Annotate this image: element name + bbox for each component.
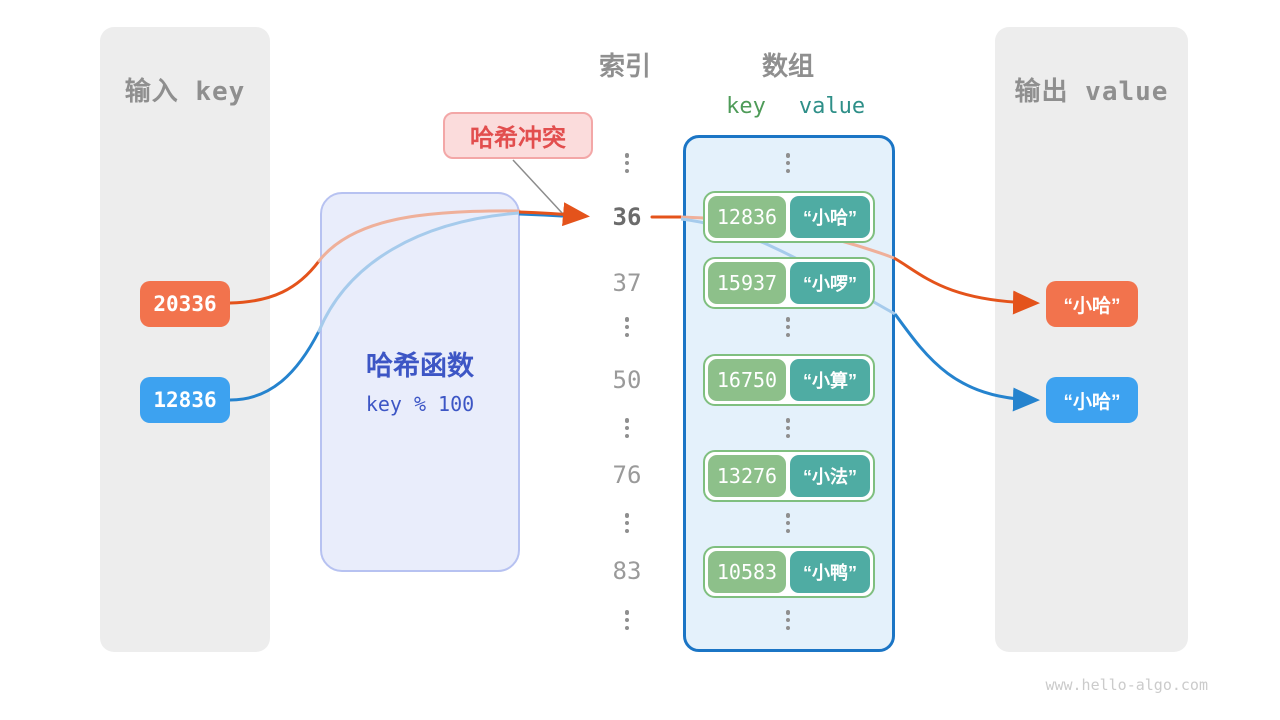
vertical-ellipsis-icon <box>783 610 793 630</box>
input-key-box: 20336 <box>140 281 230 327</box>
array-row: 12836 “小哈” <box>703 191 875 243</box>
index-cell: 37 <box>612 269 642 297</box>
input-panel: 输入 key <box>100 27 270 652</box>
arrow-orange-to-index <box>518 202 590 227</box>
input-panel-title: 输入 key <box>124 77 246 107</box>
input-key-box: 12836 <box>140 377 230 423</box>
vertical-ellipsis-icon <box>622 153 632 173</box>
row-key: 12836 <box>708 196 786 238</box>
array-row: 16750 “小算” <box>703 354 875 406</box>
array-row: 10583 “小鸭” <box>703 546 875 598</box>
index-cell: 36 <box>612 203 642 231</box>
row-key: 15937 <box>708 262 786 304</box>
row-key: 16750 <box>708 359 786 401</box>
array-row: 13276 “小法” <box>703 450 875 502</box>
vertical-ellipsis-icon <box>622 418 632 438</box>
value-column-header: value <box>798 94 866 119</box>
vertical-ellipsis-icon <box>622 610 632 630</box>
vertical-ellipsis-icon <box>783 153 793 173</box>
vertical-ellipsis-icon <box>783 317 793 337</box>
row-value: “小哈” <box>790 196 870 238</box>
hash-function-title: 哈希函数 <box>366 351 474 381</box>
vertical-ellipsis-icon <box>783 513 793 533</box>
vertical-ellipsis-icon <box>783 418 793 438</box>
wire-blue-to-index <box>518 212 581 219</box>
index-cell: 76 <box>612 461 642 489</box>
collision-pointer-line <box>512 159 564 215</box>
row-value: “小算” <box>790 359 870 401</box>
array-column-header: 数组 <box>761 51 814 81</box>
row-value: “小鸭” <box>790 551 870 593</box>
key-column-header: key <box>726 94 766 119</box>
output-value-box: “小哈” <box>1046 377 1138 423</box>
index-cell: 83 <box>612 557 642 585</box>
vertical-ellipsis-icon <box>622 513 632 533</box>
index-column-header: 索引 <box>598 51 651 81</box>
output-panel-title: 输出 value <box>1014 77 1169 107</box>
row-key: 10583 <box>708 551 786 593</box>
row-key: 13276 <box>708 455 786 497</box>
vertical-ellipsis-icon <box>622 317 632 337</box>
row-value: “小法” <box>790 455 870 497</box>
row-value: “小啰” <box>790 262 870 304</box>
output-value-box: “小哈” <box>1046 281 1138 327</box>
hash-function-formula: key % 100 <box>365 392 475 416</box>
index-cell: 50 <box>612 366 642 394</box>
array-row: 15937 “小啰” <box>703 257 875 309</box>
output-panel: 输出 value <box>995 27 1188 652</box>
watermark: www.hello-algo.com <box>1045 676 1208 694</box>
hash-collision-label: 哈希冲突 <box>443 112 593 159</box>
